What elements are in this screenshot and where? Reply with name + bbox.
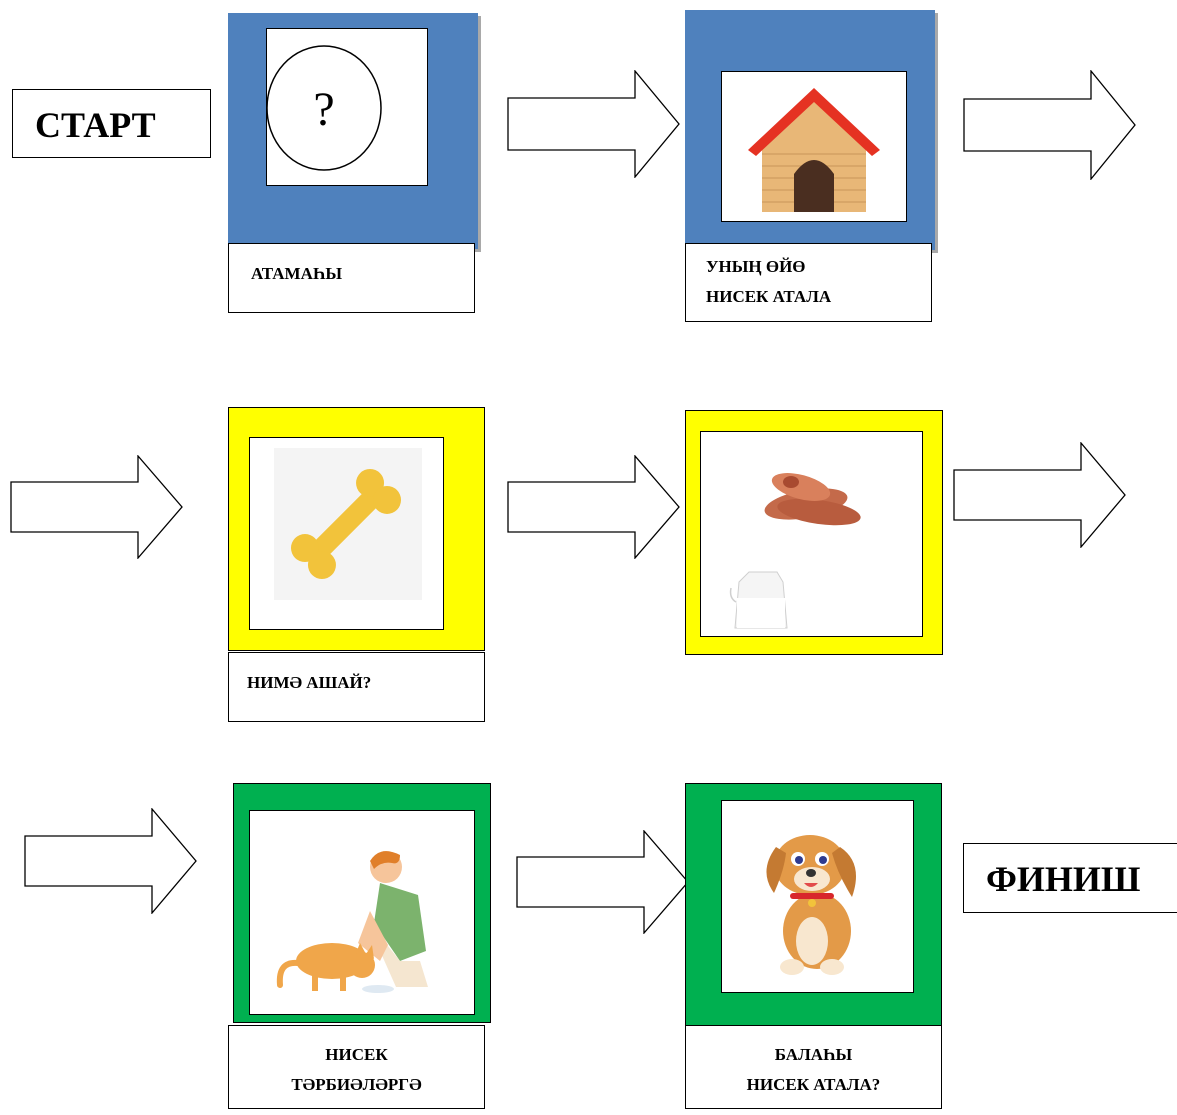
step-card-food [228, 407, 485, 651]
start-box: СТАРТ [12, 89, 211, 158]
arrow-right-icon [516, 830, 689, 934]
step-card-name: ? [228, 13, 478, 249]
caption-line: НИСЕК АТАЛА? [746, 1075, 881, 1094]
caption-line: ТӘРБИӘЛӘРГӘ [291, 1075, 422, 1094]
step-card-puppy [685, 783, 942, 1028]
arrow-right-icon [507, 455, 680, 559]
caption-line: НИМӘ АШАЙ? [247, 673, 372, 692]
step-image-frame [700, 431, 923, 637]
puppy-icon [766, 835, 856, 975]
step-caption: НИСЕК ТӘРБИӘЛӘРГӘ [228, 1025, 485, 1109]
step-caption: УНЫҢ ӨЙӨ НИСЕК АТАЛА [685, 243, 932, 322]
caption-line: НИСЕК [325, 1045, 388, 1064]
step-card-house [685, 10, 935, 250]
arrow-right-icon [24, 808, 197, 914]
step-image-frame: ? [266, 28, 428, 186]
arrow-right-icon [507, 70, 680, 178]
finish-box: ФИНИШ [963, 843, 1177, 913]
bone-icon [274, 448, 422, 600]
step-card-care [233, 783, 491, 1023]
step-image-frame [249, 437, 444, 630]
caption-line: УНЫҢ ӨЙӨ [706, 257, 806, 276]
question-mark-text: ? [313, 83, 334, 136]
question-circle-icon: ? [267, 45, 382, 171]
step-image-frame [721, 71, 907, 222]
step-caption: АТАМАҺЫ [228, 243, 475, 313]
step-image-frame [721, 800, 914, 993]
arrow-right-icon [10, 455, 183, 559]
sausage-and-milk-icon [729, 473, 861, 629]
step-image-frame [249, 810, 475, 1015]
step-caption: НИМӘ АШАЙ? [228, 652, 485, 722]
arrow-right-icon [953, 442, 1126, 548]
caption-line: АТАМАҺЫ [251, 264, 343, 283]
start-label: СТАРТ [35, 105, 156, 145]
step-card-food-2 [685, 410, 943, 655]
arrow-right-icon [963, 70, 1136, 180]
step-caption: БАЛАҺЫ НИСЕК АТАЛА? [685, 1025, 942, 1109]
caption-line: НИСЕК АТАЛА [706, 287, 832, 306]
caption-line: БАЛАҺЫ [774, 1045, 853, 1064]
doghouse-icon [748, 88, 880, 212]
finish-label: ФИНИШ [986, 859, 1141, 899]
boy-feeding-cat-icon [276, 851, 428, 993]
